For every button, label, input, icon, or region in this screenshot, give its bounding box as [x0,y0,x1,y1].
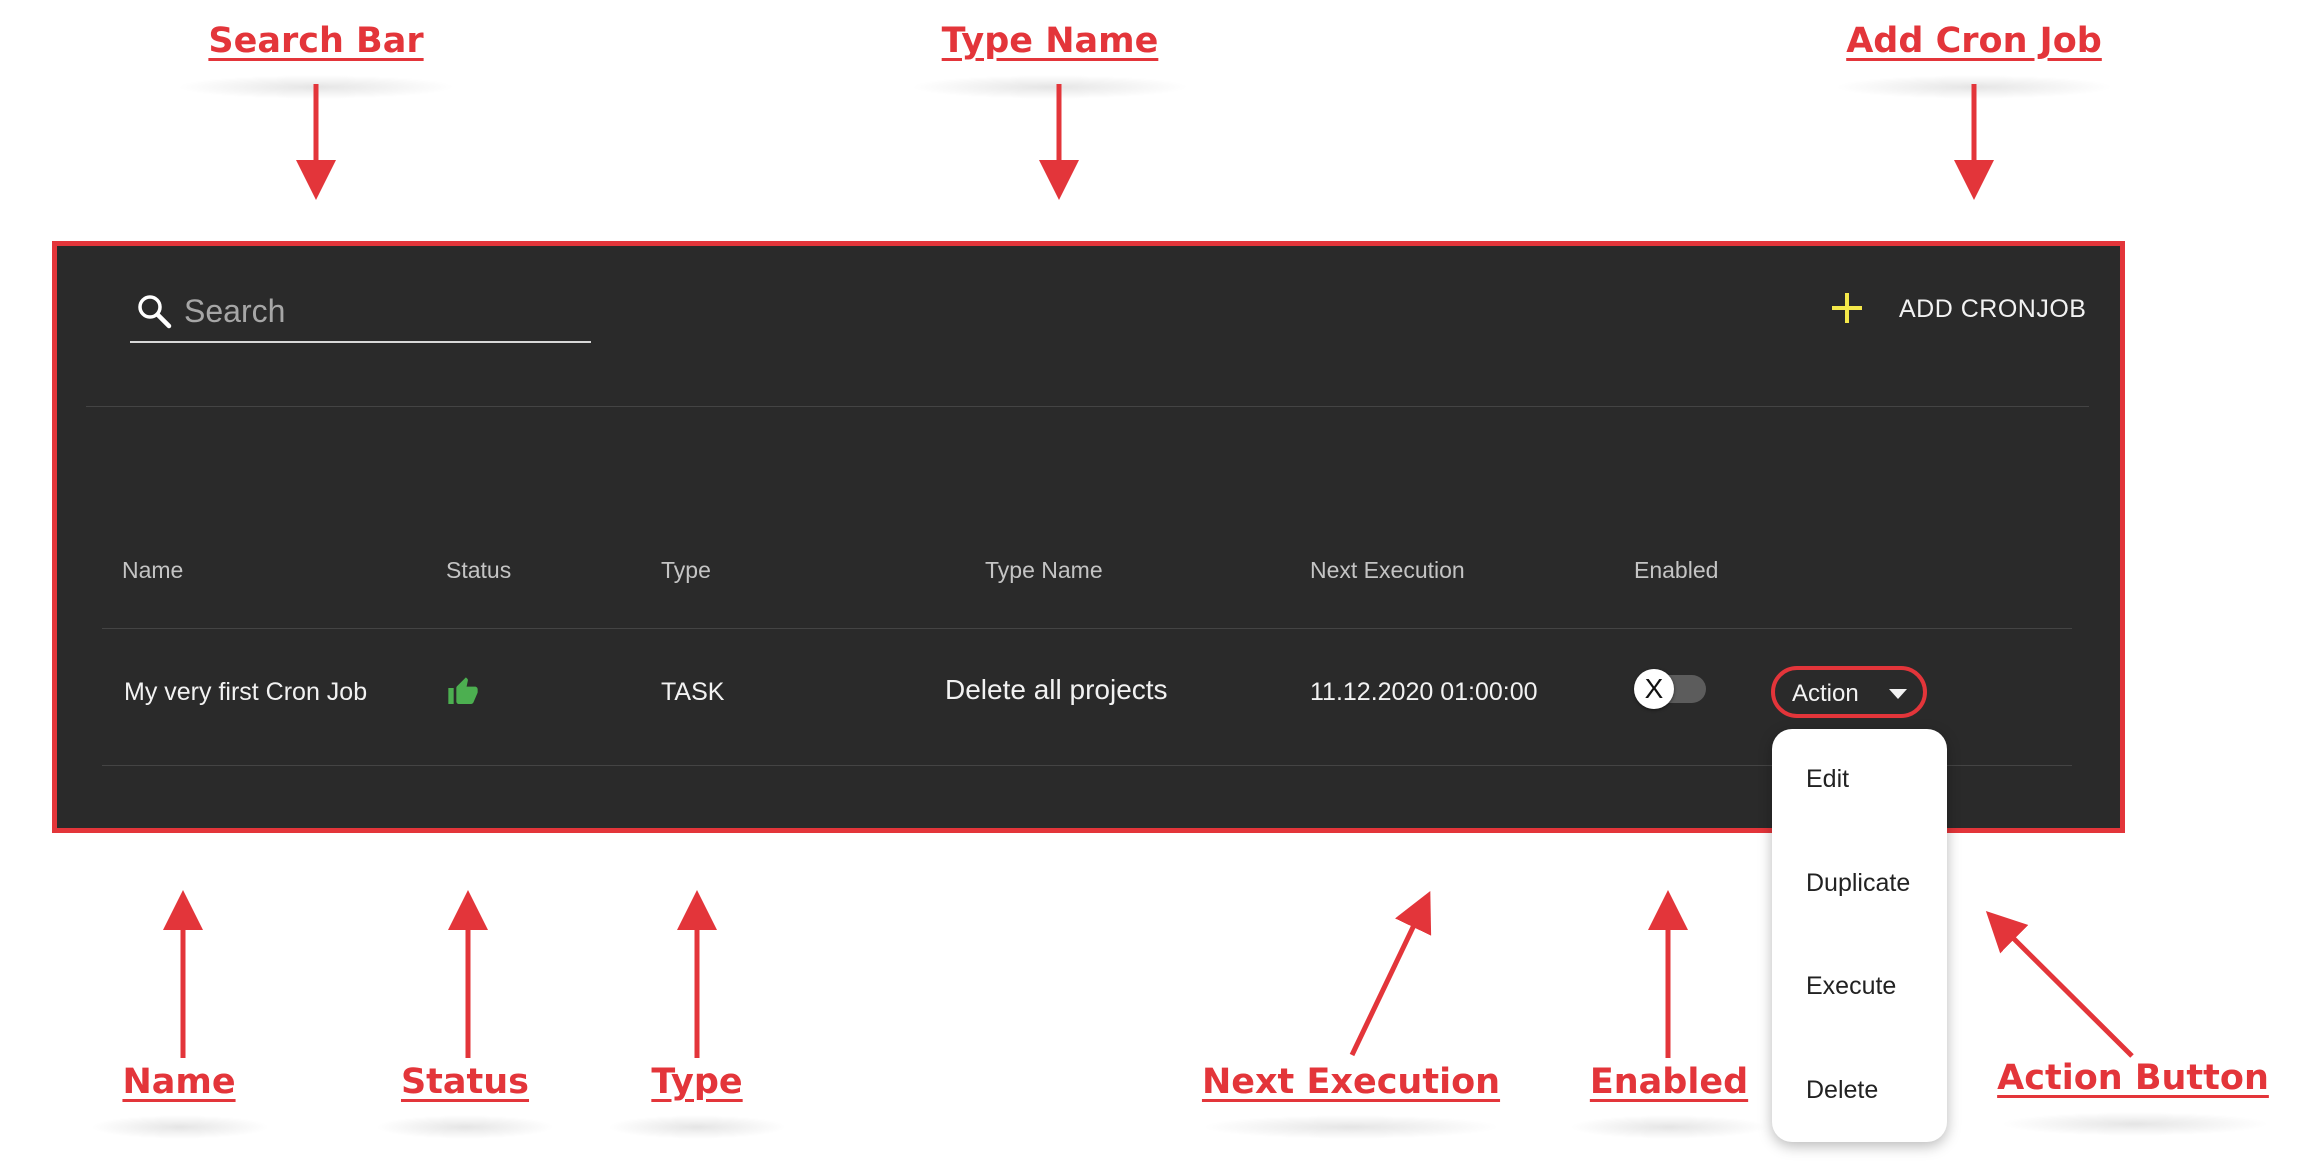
header-type: Type [661,557,711,583]
annotation-enabled: Enabled [1589,1062,1749,1102]
toolbar-divider [86,406,2089,407]
header-name: Name [122,557,184,583]
toggle-knob: X [1634,669,1674,709]
annotation-glow [1569,1115,1769,1139]
search-bar [130,281,591,343]
annotation-glow [90,1115,270,1139]
search-icon [136,293,172,329]
annotation-glow [607,1115,787,1139]
annotation-type: Type [651,1062,743,1102]
header-enabled: Enabled [1634,557,1719,583]
annotation-glow [375,1115,555,1139]
annotation-name: Name [122,1062,236,1102]
header-divider [102,628,2072,629]
menu-item-edit[interactable]: Edit [1806,765,1850,793]
annotation-glow [910,75,1190,99]
annotation-glow [2000,1112,2270,1136]
annotation-type-name: Type Name [941,21,1159,61]
plus-icon [1827,288,1867,328]
cronjob-panel: ADD CRONJOB Name Status Type Type Name N… [52,241,2125,833]
search-input[interactable] [182,287,586,335]
cronjob-type: TASK [661,678,725,706]
row-divider [102,765,2072,766]
add-cronjob-label: ADD CRONJOB [1899,295,2087,323]
cronjob-type-name: Delete all projects [945,674,1168,705]
annotation-next-execution: Next Execution [1201,1062,1501,1102]
arrow-next-execution [1349,890,1432,1057]
menu-item-duplicate[interactable]: Duplicate [1806,869,1911,897]
add-cronjob-button[interactable]: ADD CRONJOB [1827,283,2127,343]
menu-item-delete[interactable]: Delete [1806,1076,1879,1104]
thumbs-up-icon [447,676,479,708]
header-status: Status [446,557,512,583]
header-type-name: Type Name [985,557,1103,583]
header-next-execution: Next Execution [1310,557,1465,583]
annotation-glow [1201,1115,1501,1139]
cronjob-name: My very first Cron Job [124,678,368,706]
cronjob-next-execution: 11.12.2020 01:00:00 [1310,678,1538,706]
annotation-status: Status [400,1062,530,1102]
action-button[interactable]: Action [1771,666,1927,718]
enabled-toggle[interactable]: X [1634,669,1706,709]
menu-item-execute[interactable]: Execute [1806,972,1897,1000]
annotation-search-bar: Search Bar [208,21,424,61]
annotation-add-cron-job: Add Cron Job [1846,21,2102,61]
action-menu: Edit Duplicate Execute Delete [1772,729,1947,1142]
action-button-label: Action [1792,680,1859,707]
annotation-action-button: Action Button [1997,1058,2269,1098]
arrow-action-button [1985,910,2134,1058]
caret-down-icon [1889,689,1907,699]
